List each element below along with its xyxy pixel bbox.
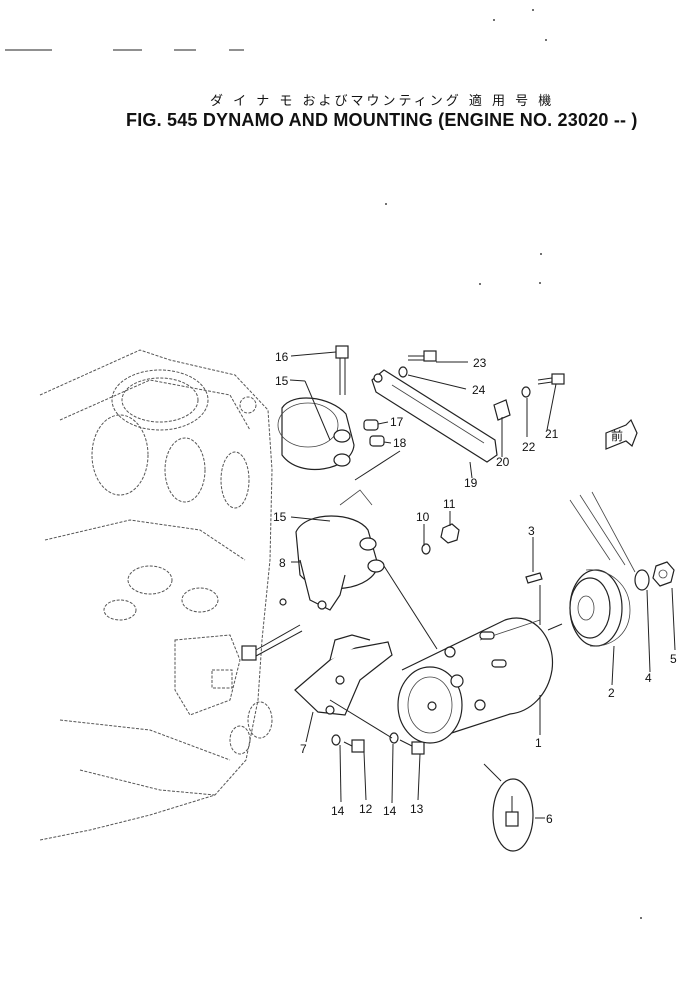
callout-17: 17 bbox=[390, 415, 404, 429]
callout-1: 1 bbox=[535, 736, 542, 750]
callout-24: 24 bbox=[472, 383, 486, 397]
spacer-18 bbox=[369, 435, 385, 447]
adjusting-bar bbox=[371, 369, 498, 463]
callout-7: 7 bbox=[300, 742, 307, 756]
callout-5: 5 bbox=[670, 652, 677, 666]
callout-14-left: 14 bbox=[331, 804, 345, 818]
callout-14-right: 14 bbox=[383, 804, 397, 818]
callout-12: 12 bbox=[359, 802, 373, 816]
callout-18: 18 bbox=[393, 436, 407, 450]
scan-specks bbox=[385, 9, 642, 919]
callout-labels: 1 2 3 4 5 6 7 8 10 11 12 13 14 14 15 15 … bbox=[273, 350, 677, 826]
figure-title: FIG. 545 DYNAMO AND MOUNTING (ENGINE NO.… bbox=[126, 110, 638, 130]
callout-16: 16 bbox=[275, 350, 289, 364]
pulley-2 bbox=[569, 491, 636, 647]
washer-4 bbox=[634, 569, 650, 591]
callout-2: 2 bbox=[608, 686, 615, 700]
band-15-upper bbox=[277, 397, 355, 470]
callout-19: 19 bbox=[464, 476, 478, 490]
callout-15-lower: 15 bbox=[273, 510, 287, 524]
callout-21: 21 bbox=[545, 427, 559, 441]
washer-10 bbox=[421, 543, 431, 555]
callout-8: 8 bbox=[279, 556, 286, 570]
washer-14-left bbox=[331, 734, 341, 746]
nut-5 bbox=[652, 561, 675, 587]
bolt-23 bbox=[408, 350, 437, 362]
plate-20 bbox=[493, 399, 511, 421]
bolt-21 bbox=[537, 373, 565, 385]
callout-11: 11 bbox=[443, 497, 456, 511]
washer-14-right bbox=[389, 732, 399, 744]
washer-24 bbox=[398, 366, 408, 378]
bolt-12 bbox=[343, 739, 365, 753]
bolt-16 bbox=[335, 345, 349, 395]
callout-3: 3 bbox=[528, 524, 535, 538]
callout-20: 20 bbox=[496, 455, 510, 469]
callout-13: 13 bbox=[410, 802, 424, 816]
engine-block-outline bbox=[39, 349, 273, 841]
callout-22: 22 bbox=[522, 440, 536, 454]
figure-title-japanese: ダ イ ナ モ およびマウンティング 適 用 号 機 bbox=[210, 94, 555, 109]
terminal-detail-6 bbox=[483, 763, 534, 852]
front-direction-arrow: 前 bbox=[605, 418, 638, 450]
leader-lines bbox=[289, 351, 676, 819]
callout-15-upper: 15 bbox=[275, 374, 289, 388]
bolt-13 bbox=[399, 739, 425, 755]
spacer-17 bbox=[363, 419, 379, 431]
callout-10: 10 bbox=[416, 510, 430, 524]
key-3 bbox=[525, 572, 543, 584]
callout-23: 23 bbox=[473, 356, 487, 370]
callout-6: 6 bbox=[546, 812, 553, 826]
long-bolt bbox=[241, 598, 303, 661]
bracket-7 bbox=[294, 634, 393, 716]
bracket-8 bbox=[299, 559, 346, 611]
nut-11 bbox=[440, 523, 460, 544]
dynamo bbox=[397, 617, 563, 744]
callout-4: 4 bbox=[645, 671, 652, 685]
front-arrow-label: 前 bbox=[611, 428, 623, 443]
washer-22 bbox=[521, 386, 531, 398]
